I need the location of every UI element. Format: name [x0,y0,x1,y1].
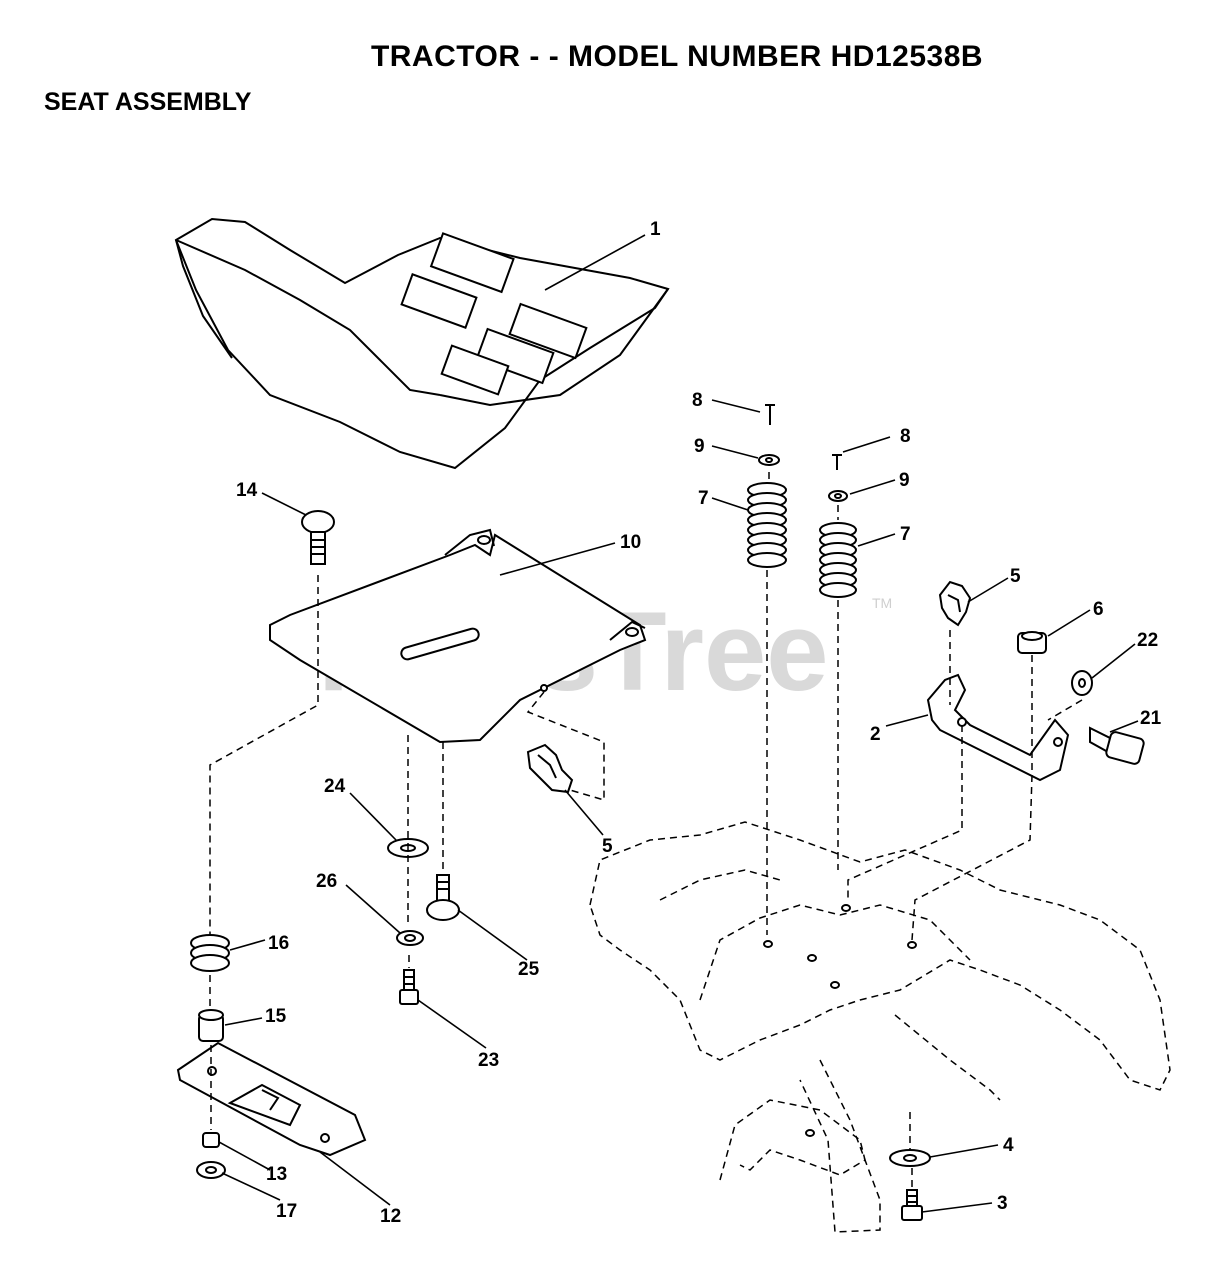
callout-8-right: 8 [900,426,911,447]
callout-22: 22 [1137,630,1158,651]
nut-6-part [1017,631,1047,654]
screw-8-left-part [765,404,775,425]
screw-8-right-part [832,454,842,470]
spring-7-right-part [819,522,857,598]
washer-17-part [196,1161,226,1179]
callout-9-left: 9 [694,436,705,457]
callout-3: 3 [997,1193,1008,1214]
callout-15: 15 [265,1006,287,1027]
callout-21: 21 [1140,708,1162,729]
seat-part [174,217,670,470]
callout-1: 1 [650,219,661,240]
clip-5-left-part [526,743,574,794]
watermark-tm: TM [872,595,892,611]
callout-labels: 1 2 3 4 5 5 6 7 7 8 8 9 9 10 12 13 14 15… [236,219,1162,1227]
callout-24: 24 [324,776,346,797]
lock-washer-26-part [396,930,424,946]
washer-9-left-part [758,454,780,466]
assembly-lines [209,472,1083,1188]
diagram-subtitle: SEAT ASSEMBLY [44,88,252,116]
hex-bolt-23-part [399,969,419,1005]
callout-10: 10 [620,532,641,553]
callout-17: 17 [276,1201,297,1222]
callout-4: 4 [1003,1135,1014,1156]
callout-14: 14 [236,480,258,501]
hex-bolt-3-part [901,1189,923,1221]
callout-5-left: 5 [602,836,613,857]
clip-5-right-part [938,580,972,627]
spring-7-left-part [747,482,787,568]
spring-16-part [190,934,230,972]
callout-2: 2 [870,724,881,745]
callout-16: 16 [268,933,289,954]
tractor-frame [589,821,1171,1233]
bracket-plate-12-part [176,1041,367,1157]
bracket-2-part [926,673,1070,782]
nut-13-part [202,1132,220,1148]
washer-9-right-part [828,490,848,502]
leader-lines [218,234,1139,1213]
shoulder-bolt-25-part [426,874,460,921]
callout-8-left: 8 [692,390,703,411]
callout-6: 6 [1093,599,1104,620]
callout-7-right: 7 [900,524,911,545]
diagram-title: TRACTOR - - MODEL NUMBER HD12538B [370,40,984,73]
callout-9-right: 9 [899,470,910,491]
callout-7-left: 7 [698,488,709,509]
washer-22-part [1071,670,1093,696]
callout-26: 26 [316,871,337,892]
washer-4-part [889,1149,931,1167]
callout-25: 25 [518,959,540,980]
callout-13: 13 [266,1164,287,1185]
bolt-21-part [1089,726,1145,765]
bushing-15-part [198,1009,224,1042]
seat-pan-part [269,528,647,744]
callout-12: 12 [380,1206,401,1227]
carriage-bolt-part [301,510,335,565]
callout-23: 23 [478,1050,499,1071]
callout-5-right: 5 [1010,566,1021,587]
frame-holes [763,904,917,1137]
